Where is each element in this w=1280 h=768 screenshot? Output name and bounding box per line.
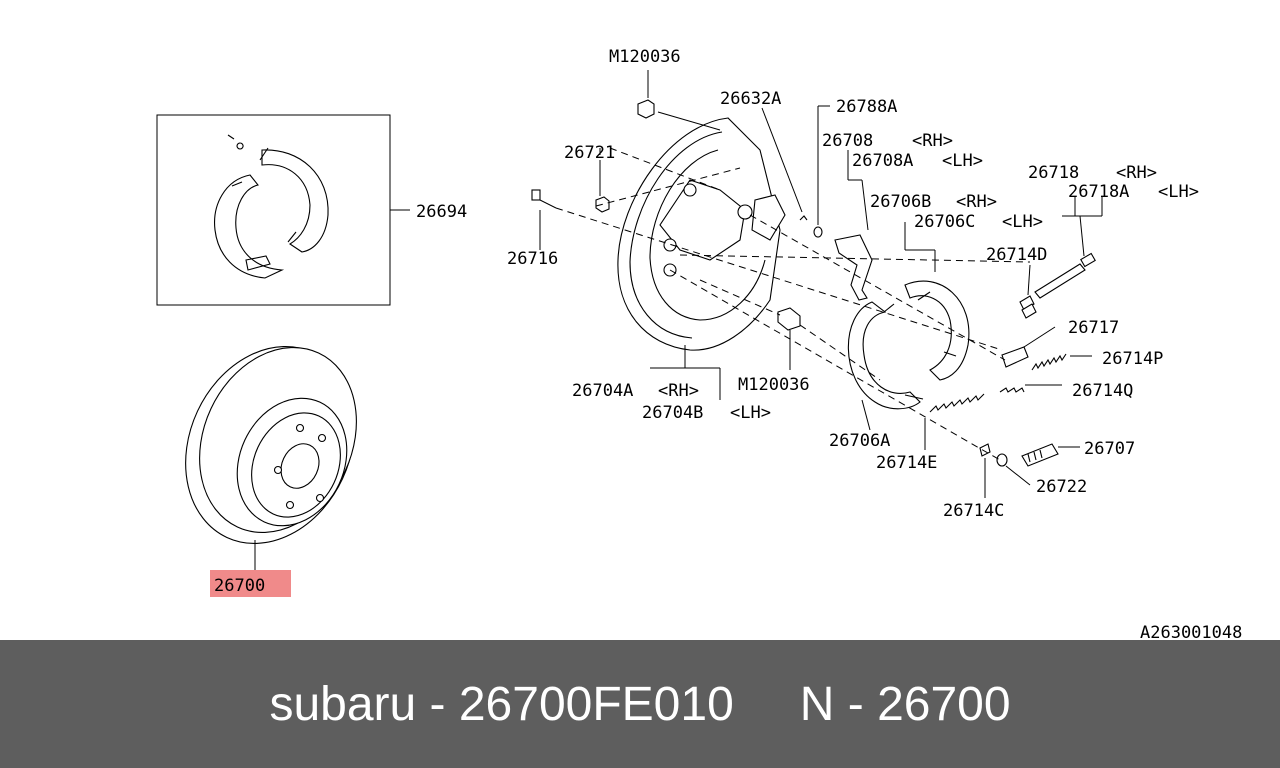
label-m120036-top: M120036 — [609, 47, 681, 67]
label-26714p: 26714P — [1102, 349, 1163, 369]
label-26706a: 26706A — [829, 431, 890, 451]
label-26714d: 26714D — [986, 245, 1047, 265]
label-26704a: 26704A — [572, 381, 633, 401]
plate-26717 — [1001, 326, 1056, 368]
label-26718-rh: <RH> — [1116, 163, 1157, 183]
parts-diagram: M120036 26632A 26788A 26708 <RH> 26708A … — [156, 47, 1242, 640]
lever-26708 — [834, 150, 873, 301]
label-26704b: 26704B — [642, 403, 703, 423]
bolt-m120036-top — [637, 70, 721, 131]
label-26708a: 26708A — [852, 151, 913, 171]
clip-26714c — [979, 443, 991, 498]
brake-shoe-kit-box — [156, 114, 410, 306]
label-26714c: 26714C — [943, 501, 1004, 521]
pin-26716 — [531, 189, 557, 250]
label-26788a: 26788A — [836, 97, 897, 117]
part-labels: M120036 26632A 26788A 26708 <RH> 26708A … — [214, 47, 1242, 640]
label-26704b-lh: <LH> — [730, 403, 771, 423]
footer-banner: subaru - 26700FE010 N - 26700 — [0, 640, 1280, 768]
label-26717: 26717 — [1068, 318, 1119, 338]
label-26694: 26694 — [416, 202, 467, 222]
adjuster-26718 — [1034, 196, 1103, 299]
adjuster-screw-26707 — [1021, 443, 1080, 467]
label-26716: 26716 — [507, 249, 558, 269]
label-26632a: 26632A — [720, 89, 781, 109]
footer-brand-part-number: subaru - 26700FE010 — [269, 677, 734, 731]
spring-26714d — [1019, 264, 1037, 319]
spring-26714q — [999, 384, 1062, 393]
spring-26714p — [1031, 353, 1092, 371]
label-26722: 26722 — [1036, 477, 1087, 497]
label-26706c: 26706C — [914, 212, 975, 232]
label-26718a: 26718A — [1068, 182, 1129, 202]
label-26718: 26718 — [1028, 163, 1079, 183]
label-26721: 26721 — [564, 143, 615, 163]
label-26706b-rh: <RH> — [956, 192, 997, 212]
brake-shoe-26706a — [847, 301, 924, 431]
highlight-26700 — [210, 570, 291, 597]
bolt-m120036-mid — [777, 307, 801, 370]
washer-26788a — [813, 105, 830, 238]
label-m120036-mid: M120036 — [738, 375, 810, 395]
brake-disc-rotor — [185, 346, 357, 570]
spring-26714e — [924, 393, 985, 450]
washer-26722 — [996, 453, 1031, 486]
brake-shoe-26706b — [904, 222, 970, 381]
label-26706b: 26706B — [870, 192, 931, 212]
label-26707: 26707 — [1084, 439, 1135, 459]
label-26708a-lh: <LH> — [942, 151, 983, 171]
label-26714q: 26714Q — [1072, 381, 1133, 401]
label-26704a-rh: <RH> — [658, 381, 699, 401]
footer-reference-number: N - 26700 — [799, 677, 1011, 731]
assembly-lines — [555, 147, 1031, 461]
label-26708: 26708 — [822, 131, 873, 151]
label-26718a-lh: <LH> — [1158, 182, 1199, 202]
label-26700: 26700 — [214, 576, 265, 596]
clip-26632a — [761, 107, 808, 221]
label-26708-rh: <RH> — [912, 131, 953, 151]
drawing-number: A263001048 — [1140, 623, 1242, 640]
label-26714e: 26714E — [876, 453, 937, 473]
backing-plate — [617, 117, 786, 400]
label-26706c-lh: <LH> — [1002, 212, 1043, 232]
